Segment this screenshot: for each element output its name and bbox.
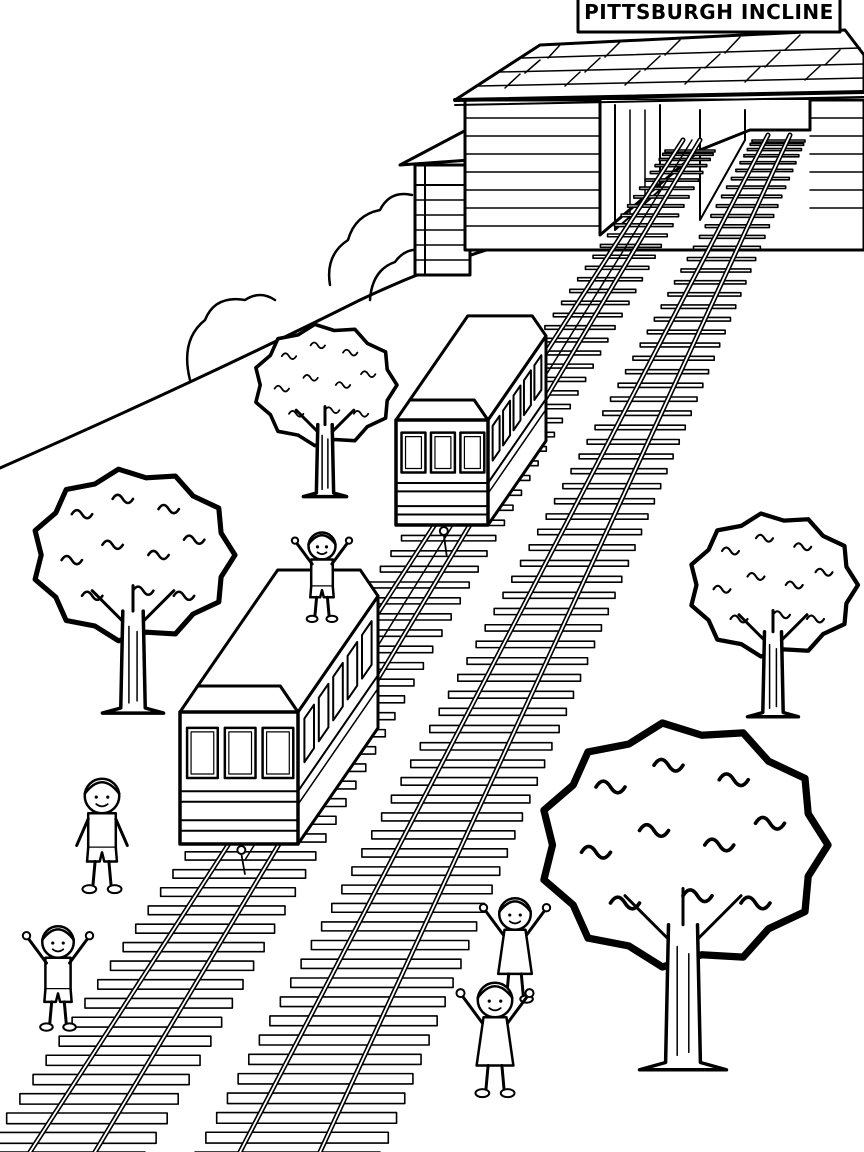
station-sign (576, 0, 842, 34)
tree-icon (689, 511, 861, 719)
station-sign-text: PITTSBURGH INCLINE (584, 0, 834, 24)
child-figure-icon (75, 777, 129, 895)
tree-icon (540, 719, 832, 1072)
child-figure-icon (290, 531, 354, 624)
tree-icon (32, 466, 238, 715)
background-bushes (185, 192, 422, 382)
tree-icon (254, 322, 399, 499)
child-figure-icon (21, 925, 95, 1032)
incline-station-icon: PITTSBURGH INCLINE (398, 0, 864, 277)
incline-car-icon (394, 314, 548, 556)
station-opening (598, 98, 812, 237)
station-annex (398, 126, 472, 277)
roof-shingles (477, 34, 864, 89)
incline-tracks (0, 132, 806, 1152)
child-figure-icon (455, 981, 535, 1099)
station-siding (464, 117, 864, 227)
incline-car-icon (178, 568, 380, 875)
